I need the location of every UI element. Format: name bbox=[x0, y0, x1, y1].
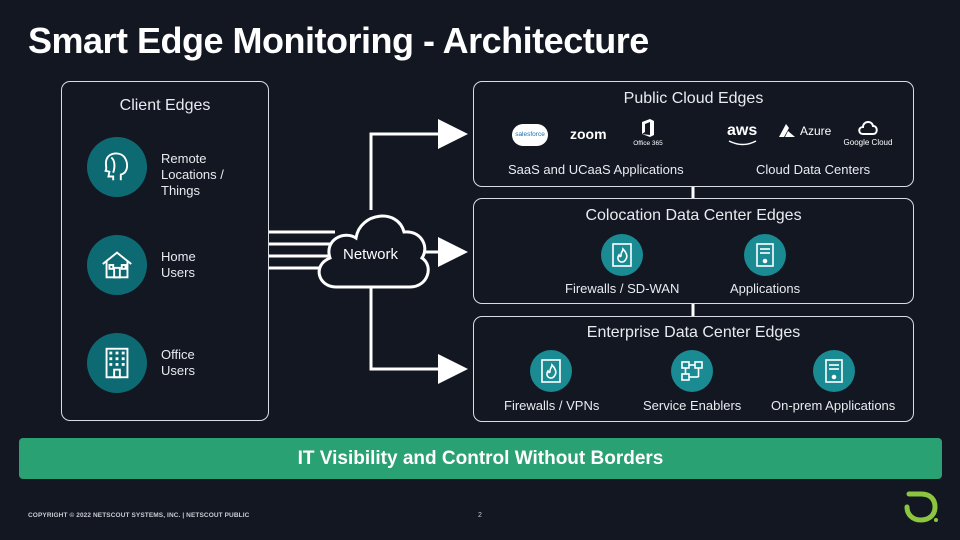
network-label: Network bbox=[343, 246, 399, 263]
azure-logo: Azure bbox=[778, 124, 831, 138]
client-edges-panel: Client Edges bbox=[61, 81, 269, 421]
applications-label: Applications bbox=[730, 281, 801, 296]
cloud-icon bbox=[858, 121, 878, 135]
remote-locations-label: Remote Locations / Things bbox=[161, 151, 224, 198]
firewalls-sdwan-label: Firewalls / SD-WAN bbox=[565, 281, 680, 296]
saas-ucaas-label: SaaS and UCaaS Applications bbox=[508, 162, 684, 177]
page-title: Smart Edge Monitoring - Architecture bbox=[28, 20, 649, 61]
house-icon bbox=[87, 235, 147, 295]
google-cloud-logo: Google Cloud bbox=[838, 119, 898, 147]
office-users-label: Office Users bbox=[161, 347, 195, 378]
server-icon bbox=[744, 234, 786, 276]
firewall-icon bbox=[530, 350, 572, 392]
office-icon bbox=[642, 119, 654, 137]
building-icon bbox=[87, 333, 147, 393]
visibility-banner: IT Visibility and Control Without Border… bbox=[19, 438, 942, 479]
service-enablers-label: Service Enablers bbox=[643, 398, 742, 413]
aws-logo: aws bbox=[727, 122, 757, 146]
netscout-logo-icon bbox=[904, 491, 938, 523]
zoom-logo: zoom bbox=[570, 126, 607, 142]
colocation-panel: Colocation Data Center Edges bbox=[473, 198, 914, 304]
public-cloud-title: Public Cloud Edges bbox=[623, 90, 764, 107]
enterprise-panel: Enterprise Data Center Edges bbox=[473, 316, 914, 422]
azure-icon bbox=[779, 124, 795, 137]
firewalls-vpns-label: Firewalls / VPNs bbox=[504, 398, 600, 413]
office365-logo: Office 365 bbox=[628, 119, 668, 147]
network-nodes-icon bbox=[671, 350, 713, 392]
salesforce-logo: salesforce bbox=[512, 124, 548, 146]
enterprise-title: Enterprise Data Center Edges bbox=[586, 324, 801, 341]
client-edges-title: Client Edges bbox=[119, 97, 211, 114]
home-users-label: Home Users bbox=[161, 249, 196, 280]
head-icon bbox=[87, 137, 147, 197]
network-cloud-icon bbox=[317, 214, 430, 289]
firewall-icon bbox=[601, 234, 643, 276]
page-number: 2 bbox=[478, 512, 482, 519]
server-icon bbox=[813, 350, 855, 392]
public-cloud-panel: Public Cloud Edges bbox=[473, 81, 914, 187]
on-prem-applications-label: On-prem Applications bbox=[771, 398, 896, 413]
colocation-title: Colocation Data Center Edges bbox=[585, 207, 802, 224]
cloud-data-centers-label: Cloud Data Centers bbox=[756, 162, 871, 177]
copyright-footer: COPYRIGHT © 2022 NETSCOUT SYSTEMS, INC. … bbox=[28, 512, 250, 519]
